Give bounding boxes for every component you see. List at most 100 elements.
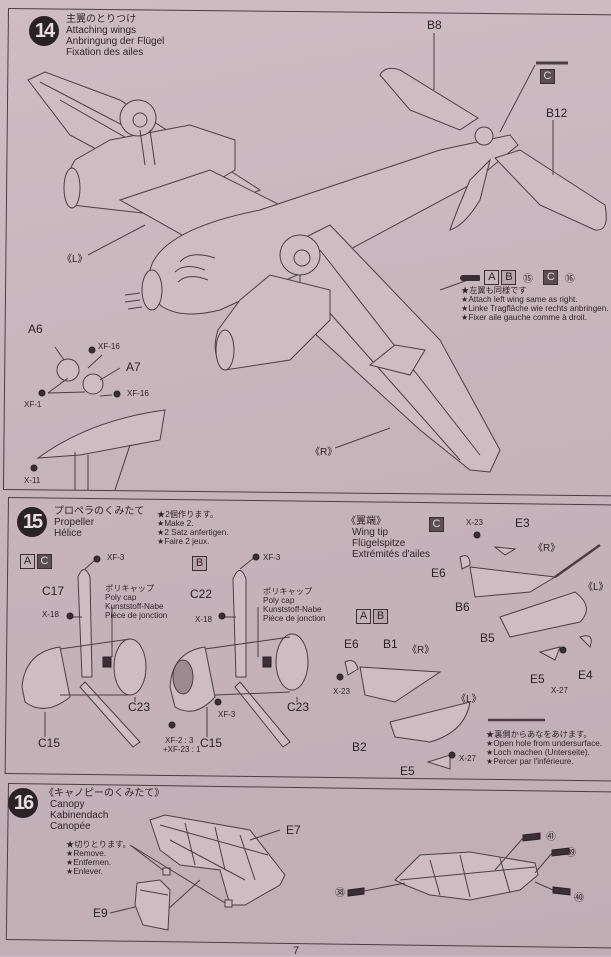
label-B12: B12 bbox=[546, 106, 568, 120]
label-C17: C17 bbox=[42, 584, 65, 598]
label-B8: B8 bbox=[427, 18, 442, 32]
paint-X11: X-11 bbox=[24, 476, 41, 485]
canopy-assembly-drawing bbox=[109, 814, 571, 931]
polycap-jp-b: ポリキャップ bbox=[263, 587, 313, 596]
step-16-title-en: Canopy bbox=[50, 799, 85, 810]
label-B5: B5 bbox=[480, 631, 495, 645]
polycap-de-ac: Kunststoff-Nabe bbox=[105, 602, 164, 611]
paint-XF1: XF-1 bbox=[24, 400, 42, 409]
label-L-ab: 《L》 bbox=[456, 694, 482, 705]
paint-X18-b: X-18 bbox=[195, 615, 212, 624]
step-14-number: 14 bbox=[29, 16, 59, 46]
paint-ref-38: ㊳ bbox=[335, 888, 345, 899]
step-14-title-en: Attaching wings bbox=[66, 25, 137, 36]
label-right-wing: 《R》 bbox=[310, 447, 338, 458]
part-box-A: A bbox=[484, 270, 500, 286]
paint-XF16-a: XF-16 bbox=[98, 342, 120, 351]
step-14-title-fr: Fixation des ailes bbox=[66, 47, 144, 58]
page-number: 7 bbox=[293, 945, 300, 957]
label-R-c: 《R》 bbox=[533, 543, 561, 554]
polycap-jp-ac: ポリキャップ bbox=[105, 584, 155, 593]
label-E7: E7 bbox=[286, 823, 301, 837]
remove-note-de: ★Entfernen. bbox=[66, 858, 112, 867]
drill-note-fr: ★Percer par l'inférieure. bbox=[486, 757, 574, 766]
step-16-number: 16 bbox=[8, 788, 38, 818]
polycap-en-b: Poly cap bbox=[263, 596, 295, 605]
step-ref-16: ⑯ bbox=[564, 274, 575, 285]
paint-mix-1: XF-2 : 3 bbox=[165, 736, 194, 745]
part-box-A: A bbox=[356, 609, 371, 625]
part-box-B: B bbox=[192, 556, 207, 572]
paint-ref-39: ㊴ bbox=[566, 848, 576, 859]
label-C22: C22 bbox=[190, 587, 213, 601]
drill-note-en: ★Open hole from undersurface. bbox=[486, 739, 603, 748]
part-box-C-dark: C bbox=[429, 517, 444, 533]
variant-B-box: B bbox=[192, 555, 209, 573]
make-note-fr: ★Faire 2 jeux. bbox=[157, 537, 210, 546]
label-A7: A7 bbox=[126, 360, 141, 374]
step-ref-15: ⑮ bbox=[522, 274, 533, 285]
paint-X27-ab: X-27 bbox=[459, 754, 476, 763]
part-box-C-dark: C bbox=[543, 270, 559, 286]
make-note-jp: ★2個作ります。 bbox=[157, 510, 219, 519]
label-E5-ab: E5 bbox=[400, 764, 415, 778]
label-B6: B6 bbox=[455, 600, 470, 614]
part-box-C: C bbox=[540, 69, 555, 85]
part-box-B: B bbox=[373, 609, 388, 625]
wingtip-box-C: C bbox=[429, 516, 446, 534]
step-14-title-jp: 主翼のとりつけ bbox=[66, 14, 137, 25]
left-wing-note-de: ★Linke Tragfläche wie rechts anbringen. bbox=[461, 304, 609, 313]
polycap-fr-b: Pièce de jonction bbox=[263, 614, 326, 623]
label-left-wing: 《L》 bbox=[62, 254, 88, 265]
label-L-c: 《L》 bbox=[583, 582, 609, 593]
part-box-B: B bbox=[501, 270, 517, 286]
part-box-C: C bbox=[37, 554, 52, 570]
drill-note-jp: ★裏側からあなをあけます。 bbox=[486, 730, 592, 739]
remove-note-fr: ★Enlever. bbox=[66, 867, 103, 876]
polycap-fr-ac: Pièce de jonction bbox=[105, 611, 168, 620]
label-E6-c: E6 bbox=[431, 566, 446, 580]
remove-note-jp: ★切りとります。 bbox=[66, 840, 131, 849]
wingtip-title-fr: Extrémités d'ailes bbox=[352, 549, 431, 560]
propeller-assembly-drawing bbox=[21, 531, 601, 770]
step-14-title-de: Anbringung der Flügel bbox=[66, 36, 165, 47]
label-E5-c: E5 bbox=[530, 672, 545, 686]
wingtip-title-en: Wing tip bbox=[352, 527, 389, 538]
paint-XF3-b2: XF-3 bbox=[218, 710, 236, 719]
label-C23-b: C23 bbox=[287, 700, 310, 714]
make-note-en: ★Make 2. bbox=[157, 519, 194, 528]
pointing-hand-icon bbox=[460, 274, 480, 281]
paint-XF3-ac: XF-3 bbox=[107, 553, 125, 562]
aircraft-wing-assembly-drawing bbox=[27, 33, 607, 491]
step-16-title-fr: Canopée bbox=[50, 821, 91, 832]
paint-mix-2: +XF-23 : 1 bbox=[163, 745, 201, 754]
label-E6-ab: E6 bbox=[344, 637, 359, 651]
polycap-en-ac: Poly cap bbox=[105, 593, 137, 602]
step-15-number: 15 bbox=[17, 507, 47, 537]
label-E3: E3 bbox=[515, 516, 530, 530]
paint-ref-40: ㊵ bbox=[574, 893, 584, 904]
left-wing-note-en: ★Attach left wing same as right. bbox=[461, 295, 578, 304]
remove-note-en: ★Remove. bbox=[66, 849, 107, 858]
label-C15-ac: C15 bbox=[38, 736, 61, 750]
step-15-title-en: Propeller bbox=[54, 517, 95, 528]
paint-X18-ac: X-18 bbox=[42, 610, 59, 619]
label-C23-ac: C23 bbox=[128, 700, 151, 714]
label-E4: E4 bbox=[578, 668, 593, 682]
label-B1: B1 bbox=[383, 637, 398, 651]
polycap-de-b: Kunststoff-Nabe bbox=[263, 605, 322, 614]
paint-X23-ab: X-23 bbox=[333, 687, 350, 696]
label-C15-b: C15 bbox=[200, 736, 223, 750]
paint-ref-41: ㊶ bbox=[546, 832, 556, 843]
wingtip-title-de: Flügelspitze bbox=[352, 538, 406, 549]
make-note-de: ★2 Satz anfertigen. bbox=[157, 528, 229, 537]
paint-X27-c: X-27 bbox=[551, 686, 568, 695]
wingtip-title-jp: 《翼端》 bbox=[346, 516, 386, 527]
label-E9: E9 bbox=[93, 906, 108, 920]
label-R-ab: 《R》 bbox=[407, 645, 435, 656]
label-C-box: C bbox=[540, 68, 557, 86]
